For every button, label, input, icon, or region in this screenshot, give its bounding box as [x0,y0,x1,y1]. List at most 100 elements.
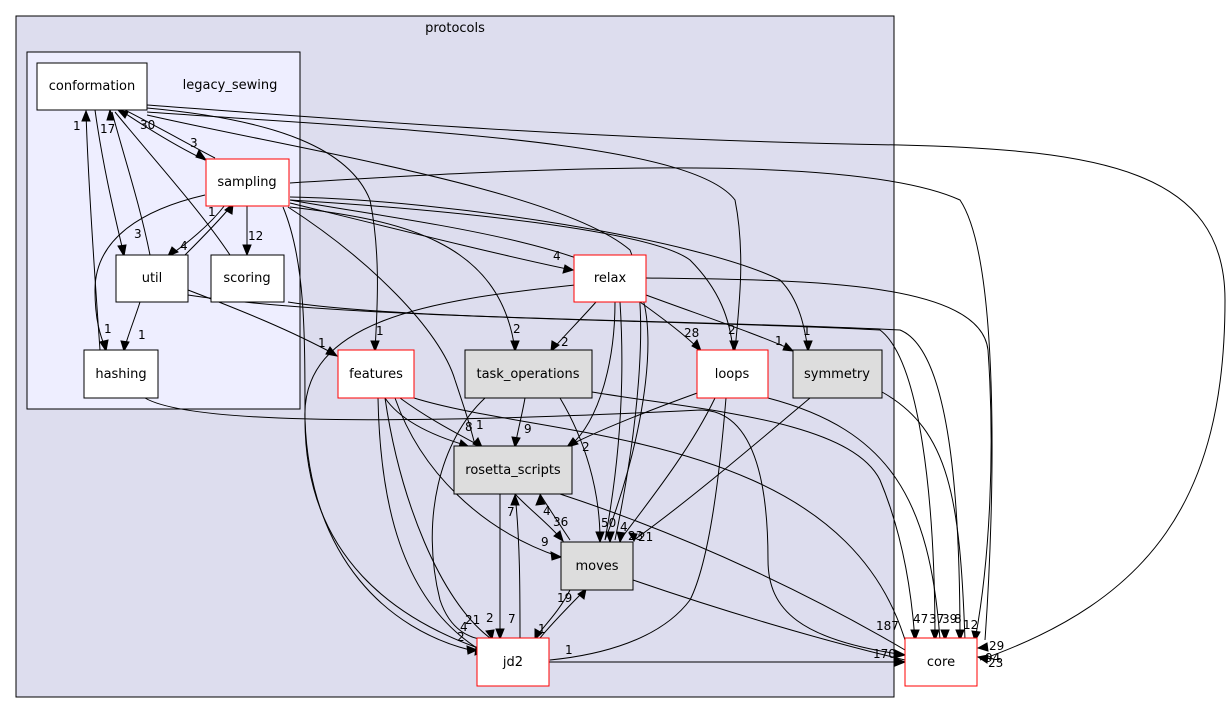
arrow-into-conformation-a [116,109,129,119]
arrow-into-moves-c [595,531,605,544]
edge-sampling-loops [289,199,734,351]
node-jd2[interactable]: jd2 [476,637,550,687]
arrow-into-features-b [325,346,339,357]
edge-label: 2 [457,630,465,644]
edge-util-features [187,289,337,356]
edge-task-operations-jd2 [431,397,491,641]
node-core[interactable]: core [904,637,978,687]
edge-label: 3 [190,136,198,150]
edge-label: 1 [318,336,326,350]
edge-label: 4 [620,520,628,534]
edge-features-rosetta-scripts-8 [384,397,469,447]
edges [85,104,1226,663]
arrow-into-util-a [117,244,127,258]
node-label-scoring: scoring [223,271,270,286]
node-label-moves: moves [575,559,618,574]
arrow-into-jd2-a [466,645,479,655]
edge-label: 30 [140,118,155,132]
edge-symmetry-moves [633,397,811,541]
edge-label: 1 [104,322,112,336]
edge-label: 21 [465,613,480,627]
arrow-into-core-e [940,629,950,642]
edge-moves-rosetta-scripts [539,493,571,541]
node-rosetta-scripts[interactable]: rosetta_scripts [453,445,573,495]
edge-sampling-relax [289,202,573,271]
arrow-into-moves-f [628,532,638,543]
arrow-into-hashing-b [99,339,109,353]
arrow-into-hashing-a [120,340,130,353]
edge-label: 4 [180,239,188,253]
arrow-into-features-a [370,340,380,353]
edge-conformation-features [146,107,378,351]
node-task-operations[interactable]: task_operations [464,349,593,399]
node-conformation[interactable]: conformation [36,62,148,111]
edge-relax-core [645,277,992,641]
arrow-into-moves-g [577,587,587,600]
node-label-loops: loops [715,367,750,382]
edge-jd2-rosetta-scripts [514,493,521,639]
edge-moves-core [632,579,906,661]
arrow-into-moves-a [550,551,563,561]
arrow-into-jd2-c [485,629,495,641]
arrow-into-sampling [195,148,208,161]
edge-label: 17 [100,122,115,136]
cluster-title-protocols: protocols [425,21,485,36]
node-label-features: features [349,367,403,382]
node-sampling[interactable]: sampling [205,158,290,207]
node-label-task-operations: task_operations [476,367,579,382]
arrow-into-core-b [893,649,907,659]
edge-label: 3 [134,227,142,241]
edge-label: 28 [684,326,699,340]
edge-label: 37 [929,612,944,626]
node-label-symmetry: symmetry [804,367,870,382]
edge-label: 1 [538,622,546,636]
node-hashing[interactable]: hashing [83,349,159,399]
arrow-into-core-f [955,629,965,642]
arrow-into-jd2-d [495,628,505,641]
edge-label: 47 [913,612,928,626]
node-relax[interactable]: relax [573,254,647,303]
edge-label: 23 [628,529,643,543]
edge-label: 36 [553,515,568,529]
node-loops[interactable]: loops [696,349,769,399]
edge-label: 12 [963,618,978,632]
edge-label: 7 [508,612,516,626]
node-moves[interactable]: moves [560,541,634,591]
node-scoring[interactable]: scoring [210,254,285,303]
edge-label: 170 [873,647,896,661]
edge-labels: 3 3 30 17 1 4 1 12 4 2 1 1 1 1 2 1 2 28 … [73,118,1004,670]
edge-label: 23 [988,656,1003,670]
arrow-into-core-c [910,629,920,642]
arrow-into-symmetry-a [803,340,813,353]
edge-symmetry-core [881,391,966,641]
edge-conformation-util [94,109,125,256]
arrow-into-task-operations-b [550,340,560,353]
edge-label: 2 [513,322,521,336]
edge-sampling-core [289,167,993,641]
edge-label: 2 [561,335,569,349]
arrow-into-core-a [894,657,907,667]
edge-features-jd2-2 [384,397,491,639]
arrow-into-core-i [976,654,989,664]
node-symmetry[interactable]: symmetry [792,349,883,399]
arrow-into-jd2-e [534,628,543,641]
arrow-into-task-operations-a [510,340,520,353]
node-features[interactable]: features [337,349,415,399]
edge-label: 1 [208,205,216,219]
edge-label: 9 [524,422,532,436]
edge-features-core [413,397,906,641]
edge-label: 2 [582,440,590,454]
edge-label: 1 [476,418,484,432]
edge-util-core [187,294,936,641]
edge-util-conformation [111,111,151,256]
edge-task-operations-moves [559,397,601,541]
edge-hashing-core [144,397,906,656]
arrow-into-rosetta-scripts-e [535,493,546,506]
edge-conformation-loops [146,111,742,351]
edge-loops-moves [619,397,716,541]
arrow-into-conformation-b [106,108,115,121]
cluster-title-legacy-sewing: legacy_sewing [183,78,278,93]
arrow-into-moves-d [605,531,615,544]
edge-label: 29 [989,639,1004,653]
node-util[interactable]: util [115,254,189,303]
